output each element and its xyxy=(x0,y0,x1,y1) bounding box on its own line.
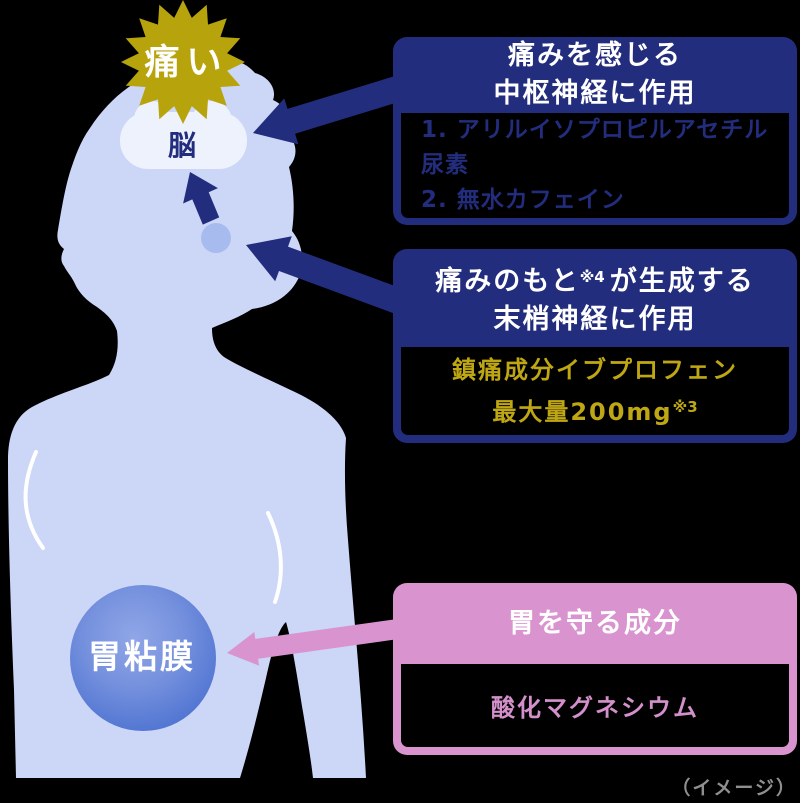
ingredient-item-2: 2. 無水カフェイン xyxy=(421,187,625,213)
central-nerve-box-header: 痛みを感じる 中枢神経に作用 xyxy=(393,37,797,113)
brain-label: 脳 xyxy=(167,129,196,162)
ingredient-item-1: 1. アリルイソプロピルアセチル尿素 xyxy=(421,117,769,178)
ibuprofen-line: 鎮痛成分イブプロフェン xyxy=(452,355,738,384)
body-contour-line-left xyxy=(23,450,45,550)
stomach-circle xyxy=(70,585,216,731)
arrow-to-nerve-icon xyxy=(246,236,403,314)
nerve-dot xyxy=(201,223,231,253)
footnote-ref-4: ※4 xyxy=(579,267,605,286)
dose-line: 最大量200mg※3 xyxy=(492,397,698,426)
arrow-nerve-to-brain-icon xyxy=(183,172,220,225)
peripheral-nerve-box-body: 鎮痛成分イブプロフェン 最大量200mg※3 xyxy=(401,347,789,435)
central-nerve-box: 痛みを感じる 中枢神経に作用 1. アリルイソプロピルアセチル尿素 2. 無水カ… xyxy=(393,37,797,225)
pain-label: 痛い xyxy=(144,43,229,83)
peripheral-header-line2: 末梢神経に作用 xyxy=(493,303,697,335)
magnesium-line: 酸化マグネシウム xyxy=(491,694,699,722)
stomach-protect-box-body: 酸化マグネシウム xyxy=(401,664,789,747)
image-caption: （イメージ） xyxy=(671,777,797,799)
central-header-line1: 痛みを感じる xyxy=(508,40,682,71)
stomach-header-line: 胃を守る成分 xyxy=(508,607,682,639)
stomach-mucosa-label: 胃粘膜 xyxy=(88,637,196,676)
arrow-to-brain-icon xyxy=(253,75,404,145)
body-contour-line-right xyxy=(266,511,283,604)
central-nerve-box-body: 1. アリルイソプロピルアセチル尿素 2. 無水カフェイン xyxy=(401,113,789,218)
footnote-ref-3: ※3 xyxy=(672,397,698,416)
pain-starburst-icon xyxy=(121,0,245,124)
stomach-protect-box: 胃を守る成分 酸化マグネシウム xyxy=(393,583,797,755)
arrow-to-stomach-icon xyxy=(227,619,400,666)
central-header-line2: 中枢神経に作用 xyxy=(493,78,697,109)
stomach-protect-box-header: 胃を守る成分 xyxy=(393,583,797,664)
